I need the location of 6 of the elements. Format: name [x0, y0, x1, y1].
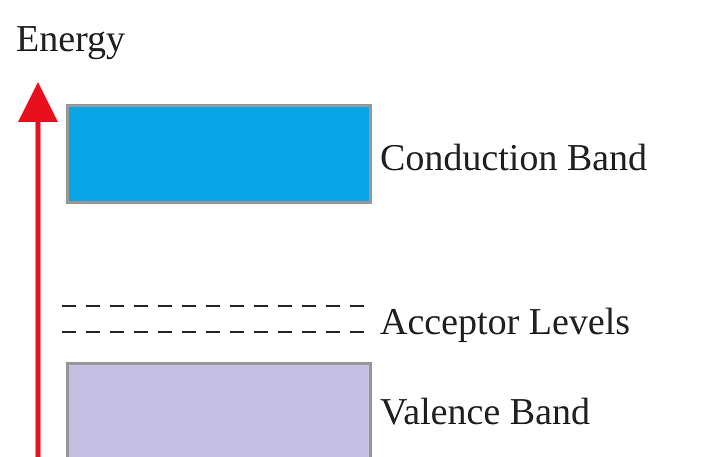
- band-label: Acceptor Levels: [380, 303, 630, 341]
- band-label: Conduction Band: [380, 139, 648, 177]
- energy-band: [66, 104, 372, 204]
- axis-label: Energy: [16, 20, 126, 58]
- band-label: Valence Band: [380, 393, 590, 431]
- energy-band: [66, 362, 372, 457]
